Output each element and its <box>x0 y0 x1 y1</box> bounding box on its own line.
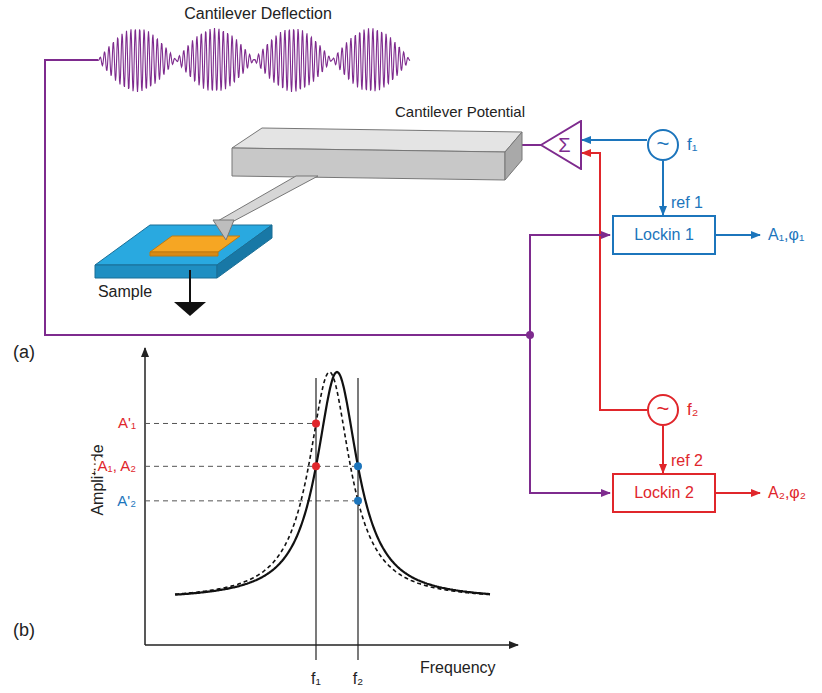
connector <box>662 161 664 215</box>
text-label: A₂,φ₂ <box>766 484 808 502</box>
frequency-marker <box>357 378 358 660</box>
text-label: f₁ <box>309 670 323 688</box>
signal-wire <box>530 235 610 335</box>
frequency-label: f₁ <box>687 135 697 155</box>
ground-symbol <box>174 302 206 316</box>
resonance-curve <box>175 372 490 594</box>
oscillator-circle: ~f₁ <box>647 129 679 161</box>
y-axis <box>144 348 146 645</box>
potential-wire <box>520 144 541 146</box>
substrate <box>95 265 217 278</box>
text-label: Sample <box>96 283 154 301</box>
text-label: Cantilever Potential <box>393 103 527 120</box>
x-axis <box>145 644 518 646</box>
junction-dot <box>526 331 534 339</box>
ground-wire <box>189 270 191 302</box>
text-label: f₂ <box>351 670 366 688</box>
signal-wire <box>45 60 530 335</box>
amplitude-dot <box>354 462 362 470</box>
text-label: (b) <box>11 620 37 641</box>
frequency-label: f₂ <box>687 400 698 420</box>
amplitude-dot <box>312 419 320 427</box>
signal-wire <box>530 335 610 493</box>
lockin-label: Lockin 2 <box>634 484 694 502</box>
text-label: A₁,φ₁ <box>766 226 806 244</box>
output-arrow <box>716 234 760 236</box>
lockin-box: Lockin 2 <box>612 473 716 513</box>
edge-label: ref 1 <box>669 194 705 212</box>
lockin-label: Lockin 1 <box>634 226 694 244</box>
cantilever-lever <box>216 176 318 222</box>
text-label: Cantilever Deflection <box>182 5 334 23</box>
sine-symbol: ~ <box>657 396 670 422</box>
text-label: A'₁ <box>116 415 138 432</box>
cantilever-holder <box>505 132 522 180</box>
guide-line <box>145 466 358 467</box>
text-label: Amplitude <box>89 442 107 517</box>
text-label: Frequency <box>418 659 498 677</box>
guide-line <box>145 423 316 424</box>
deflection-wave <box>98 28 410 92</box>
sine-symbol: ~ <box>657 131 670 157</box>
amplitude-dot <box>312 462 320 470</box>
lockin-box: Lockin 1 <box>612 215 716 255</box>
summing-amplifier: Σ <box>540 120 582 170</box>
output-arrow <box>716 492 760 494</box>
oscillator-circle: ~f₂ <box>647 394 679 426</box>
guide-line <box>145 500 358 501</box>
edge-label: ref 2 <box>669 452 705 470</box>
text-label: A'₂ <box>115 492 138 509</box>
text-label: A₁, A₂ <box>96 458 138 475</box>
cantilever-tip <box>213 220 234 240</box>
sample-flake <box>150 252 218 256</box>
amplitude-dot <box>354 497 362 505</box>
connector <box>582 153 647 410</box>
sum-symbol: Σ <box>558 134 570 157</box>
cantilever-holder <box>232 148 505 180</box>
connector <box>582 139 647 141</box>
connector <box>662 426 664 473</box>
resonance-curve <box>175 372 490 595</box>
text-label: (a) <box>11 342 37 363</box>
